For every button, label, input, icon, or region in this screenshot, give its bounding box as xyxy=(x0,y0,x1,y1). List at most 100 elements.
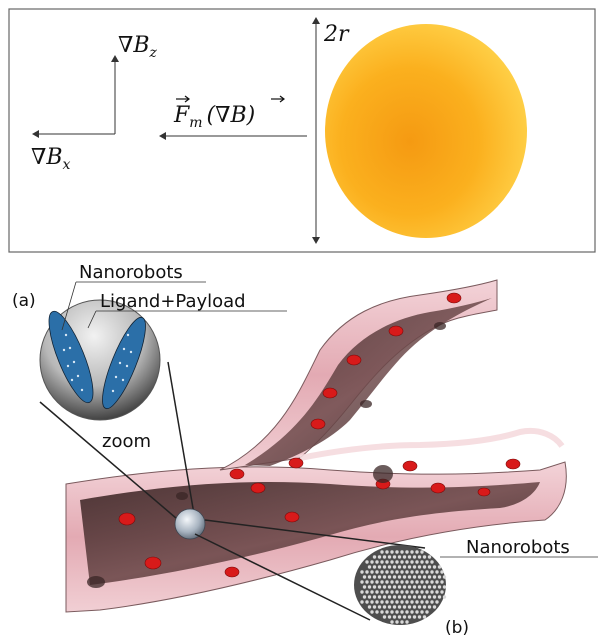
cluster-nanorobot xyxy=(370,560,374,564)
gradient-axes xyxy=(32,55,119,138)
cluster-nanorobot xyxy=(435,600,439,604)
ligand-payload-label: Ligand+Payload xyxy=(100,291,246,312)
cluster-nanorobot xyxy=(412,585,417,589)
cluster-nanorobot xyxy=(432,565,437,569)
cluster-nanorobot xyxy=(432,605,437,609)
cluster-nanorobot xyxy=(382,595,387,599)
cluster-nanorobot xyxy=(432,575,437,579)
cluster-nanorobot xyxy=(377,555,382,559)
cluster-nanorobot xyxy=(367,585,372,589)
cluster-nanorobot xyxy=(397,605,402,609)
cluster-nanorobot xyxy=(430,580,434,584)
cluster-nanorobot xyxy=(415,570,419,574)
cluster-nanorobot xyxy=(397,595,402,599)
cluster-nanorobot xyxy=(407,565,412,569)
cluster-nanorobot xyxy=(417,555,422,559)
cluster-nanorobot xyxy=(395,600,399,604)
cluster-nanorobot xyxy=(417,585,422,589)
cell-shadows xyxy=(87,322,446,588)
cluster-nanorobot xyxy=(380,570,384,574)
cluster-nanorobot xyxy=(390,590,394,594)
nanorobot-sphere xyxy=(174,508,206,540)
cluster-nanorobot xyxy=(370,600,374,604)
cluster-nanorobot xyxy=(405,570,409,574)
cluster-nanorobot xyxy=(407,605,412,609)
cluster-nanorobot xyxy=(400,560,404,564)
cluster-nanorobot xyxy=(427,565,432,569)
cluster-nanorobot xyxy=(422,555,427,559)
cluster-nanorobot xyxy=(415,600,419,604)
cluster-nanorobot xyxy=(392,595,397,599)
red-blood-cell xyxy=(144,556,162,570)
svg-text:Fm(∇B): Fm(∇B) xyxy=(173,103,255,131)
cluster-nanorobot xyxy=(380,560,384,564)
cluster-nanorobot xyxy=(410,590,414,594)
cluster-nanorobot xyxy=(385,580,389,584)
cluster-nanorobot xyxy=(407,585,412,589)
nanorobots-b-label: Nanorobots xyxy=(466,537,570,558)
cluster-nanorobot xyxy=(375,560,379,564)
cluster-nanorobot xyxy=(437,585,442,589)
cluster-nanorobot xyxy=(405,600,409,604)
cluster-nanorobot xyxy=(387,615,392,619)
cluster-nanorobot xyxy=(417,575,422,579)
cluster-nanorobot xyxy=(360,580,364,584)
cluster-nanorobot xyxy=(382,615,387,619)
cluster-nanorobot xyxy=(420,610,424,614)
cluster-nanorobot xyxy=(375,600,379,604)
cluster-nanorobot xyxy=(375,610,379,614)
cluster-nanorobot xyxy=(395,610,399,614)
cluster-nanorobot xyxy=(362,575,367,579)
red-blood-cells xyxy=(118,292,521,578)
cluster-nanorobot xyxy=(370,570,374,574)
cluster-nanorobot xyxy=(372,585,377,589)
cluster-nanorobot xyxy=(367,595,372,599)
cluster-nanorobot xyxy=(392,555,397,559)
cluster-nanorobot xyxy=(390,600,394,604)
nanorobot-surface-detail xyxy=(48,310,146,410)
cluster-nanorobot xyxy=(415,590,419,594)
cluster-nanorobot xyxy=(385,600,389,604)
cluster-nanorobot xyxy=(412,565,417,569)
cluster-nanorobot xyxy=(365,600,369,604)
cluster-nanorobot xyxy=(387,555,392,559)
cluster-nanorobot xyxy=(410,570,414,574)
cluster-nanorobot xyxy=(367,565,372,569)
cluster-nanorobot xyxy=(405,580,409,584)
cluster-nanorobot xyxy=(420,560,424,564)
cluster-nanorobot xyxy=(367,605,372,609)
cluster-nanorobot xyxy=(427,595,432,599)
cluster-nanorobot xyxy=(397,555,402,559)
cluster-nanorobot xyxy=(380,550,384,554)
red-blood-cell xyxy=(430,482,446,494)
cluster-nanorobot xyxy=(387,585,392,589)
cluster-nanorobot xyxy=(402,585,407,589)
cluster-nanorobot xyxy=(390,580,394,584)
cluster-nanorobot xyxy=(385,560,389,564)
cluster-nanorobot xyxy=(425,570,429,574)
cluster-nanorobot xyxy=(377,595,382,599)
red-blood-cell xyxy=(224,566,240,578)
cluster-nanorobot xyxy=(375,590,379,594)
cluster-nanorobot xyxy=(395,620,399,624)
leader-nanorobots-a xyxy=(61,281,77,331)
cluster-nanorobot xyxy=(427,605,432,609)
cluster-nanorobot xyxy=(387,595,392,599)
cluster-nanorobot xyxy=(362,595,367,599)
cluster-nanorobot xyxy=(405,620,409,624)
cluster-nanorobot xyxy=(437,565,442,569)
cluster-nanorobot xyxy=(385,550,389,554)
cluster-nanorobot xyxy=(392,615,397,619)
cluster-nanorobot xyxy=(417,565,422,569)
cluster-nanorobot xyxy=(422,595,427,599)
cluster-nanorobot xyxy=(392,565,397,569)
red-blood-cell xyxy=(505,458,521,470)
cluster-nanorobot xyxy=(415,610,419,614)
cluster-nanorobot xyxy=(417,615,422,619)
cluster-nanorobot xyxy=(440,580,444,584)
cluster-nanorobot xyxy=(415,560,419,564)
vessel-split-edge xyxy=(299,428,565,461)
cluster-nanorobot xyxy=(425,610,429,614)
red-blood-cell xyxy=(310,418,326,430)
